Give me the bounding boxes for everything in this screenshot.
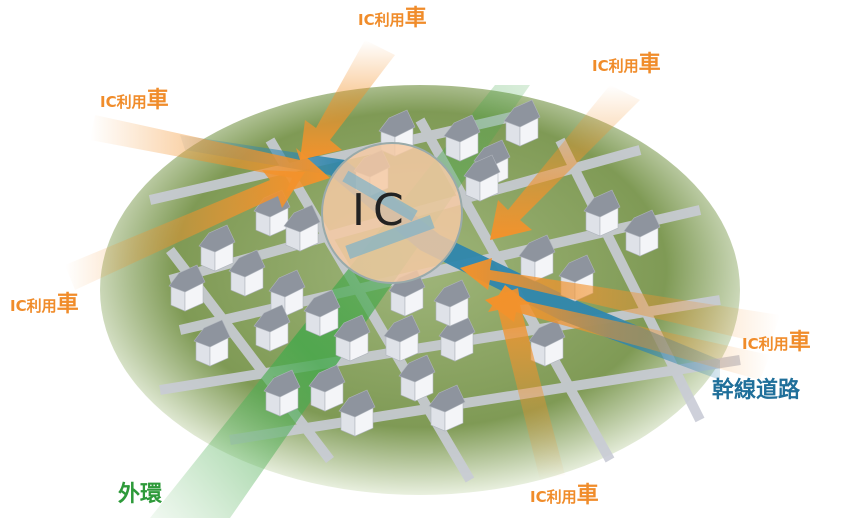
trunk-road-label: 幹線道路	[712, 378, 801, 403]
house	[463, 154, 501, 202]
house	[398, 354, 436, 402]
ic-car-label-left: IC利用車	[10, 294, 79, 316]
ic-car-label-prefix: IC利用	[358, 11, 405, 29]
house	[228, 249, 266, 297]
house	[168, 264, 206, 312]
house	[198, 224, 236, 272]
ic-interchange-ramps	[342, 170, 435, 259]
ic-car-label-prefix: IC利用	[742, 335, 789, 353]
ic-car-label-prefix: IC利用	[530, 488, 577, 506]
outer-ring-label: 外環	[118, 482, 163, 507]
arrow-left	[65, 170, 305, 290]
house	[583, 189, 621, 237]
ic-car-label-prefix: IC利用	[592, 57, 639, 75]
ic-car-label-prefix: IC利用	[100, 93, 147, 111]
house	[193, 319, 231, 367]
arrow-top-center	[300, 40, 395, 160]
house	[308, 364, 346, 412]
ic-car-label-suffix: 車	[788, 330, 811, 355]
ic-car-label-bottom: IC利用車	[530, 485, 599, 507]
ic-car-label-suffix: 車	[576, 483, 599, 508]
arrow-top-right	[490, 85, 640, 240]
ic-car-label-prefix: IC利用	[10, 297, 57, 315]
house	[263, 369, 301, 417]
house	[283, 204, 321, 252]
house	[623, 209, 661, 257]
ic-car-label-suffix: 車	[56, 292, 79, 317]
ic-car-label-upper-left: IC利用車	[100, 90, 169, 112]
arrows	[65, 40, 780, 480]
house	[443, 114, 481, 162]
ic-car-label-right: IC利用車	[742, 332, 811, 354]
ic-car-label-suffix: 車	[404, 6, 427, 31]
arrow-bottom	[488, 285, 565, 480]
ic-car-label-top: IC利用車	[358, 8, 427, 30]
house	[253, 304, 291, 352]
ic-label: IC	[352, 185, 412, 236]
house	[303, 289, 341, 337]
ic-car-label-top-right: IC利用車	[592, 54, 661, 76]
house	[383, 314, 421, 362]
house	[528, 319, 566, 367]
arrow-bottom-right	[485, 288, 770, 380]
ic-car-label-suffix: 車	[638, 52, 661, 77]
arrow-right	[460, 258, 780, 345]
house	[333, 314, 371, 362]
house	[503, 99, 541, 147]
house	[433, 279, 471, 327]
house	[518, 234, 556, 282]
house	[428, 384, 466, 432]
house	[338, 389, 376, 437]
ic-car-label-suffix: 車	[146, 88, 169, 113]
